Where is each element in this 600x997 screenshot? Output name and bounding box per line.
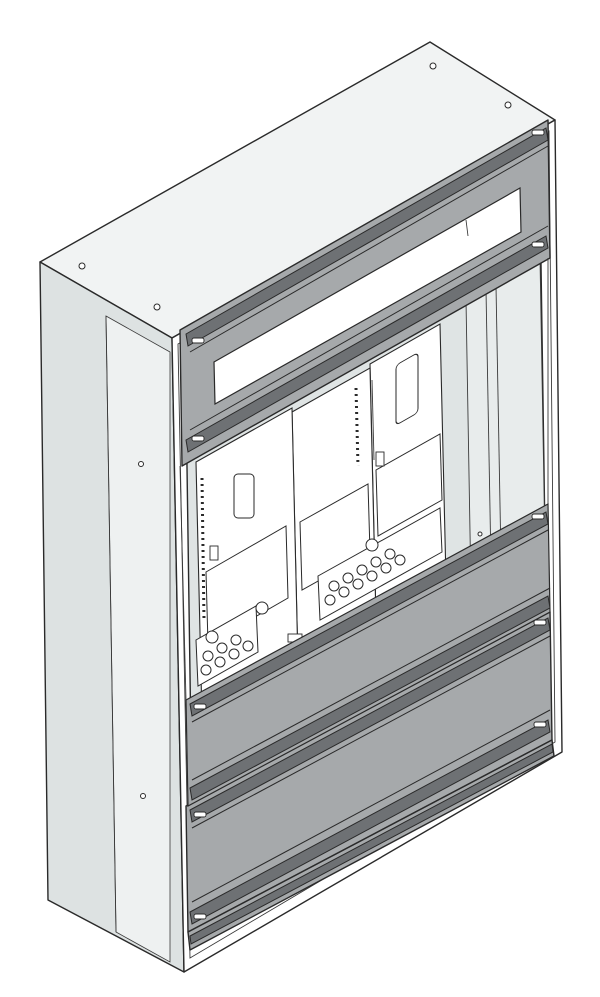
din-rail-icon	[189, 719, 551, 925]
mounting-screw-icon	[78, 62, 512, 311]
din-rail-icon	[189, 617, 551, 823]
din-rail-icon	[185, 235, 549, 453]
cable-gland-plate-icon	[195, 507, 443, 687]
mounting-screw-icon	[138, 461, 146, 799]
din-rail-icon	[189, 595, 551, 801]
din-rail-icon	[189, 511, 549, 717]
din-rail-icon	[189, 743, 554, 945]
din-rail-icon	[185, 127, 549, 347]
